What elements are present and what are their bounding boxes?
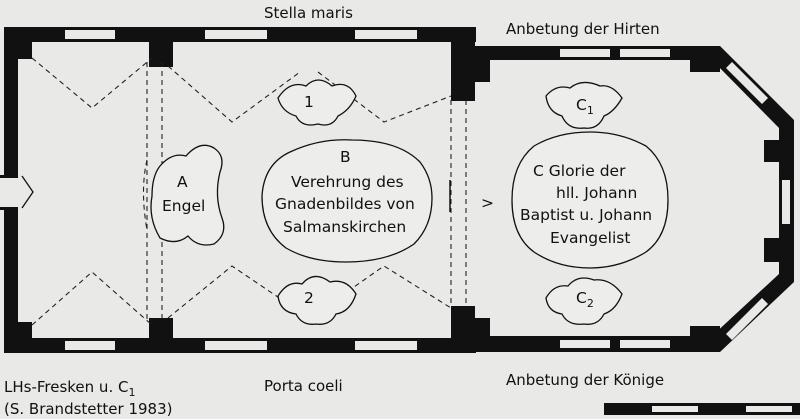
- field-c-line4: Evangelist: [550, 229, 630, 247]
- field-c2-cartouche: [545, 277, 623, 325]
- field-a-text: Engel: [162, 197, 205, 215]
- nave-walls: [4, 27, 476, 353]
- field-a-letter: A: [177, 173, 188, 191]
- field-2-number: 2: [304, 289, 314, 307]
- label-lhs-fresken: LHs-Fresken u. C1: [4, 378, 135, 399]
- field-c-cartouche: [511, 131, 669, 269]
- field-b-cartouche: [261, 139, 433, 263]
- field-c-line1: C Glorie der: [533, 162, 626, 180]
- label-brandstetter: (S. Brandstetter 1983): [4, 400, 172, 418]
- field-c2-label: C2: [576, 289, 594, 310]
- field-b-letter: B: [340, 148, 351, 166]
- label-anbetung-hirten: Anbetung der Hirten: [506, 20, 660, 38]
- scale-bar: [604, 403, 800, 415]
- arch-mark: >: [481, 194, 494, 212]
- label-porta-coeli: Porta coeli: [264, 377, 343, 395]
- field-b-line1: Verehrung des: [291, 173, 404, 191]
- label-anbetung-koenige: Anbetung der Könige: [506, 371, 664, 389]
- entrance-door: [0, 175, 34, 210]
- field-b-line3: Salmanskirchen: [283, 218, 406, 236]
- field-c1-label: C1: [576, 96, 594, 117]
- label-stella-maris: Stella maris: [264, 4, 353, 22]
- field-a-cartouche: [150, 144, 225, 246]
- field-c1-cartouche: [545, 81, 623, 129]
- field-c-line3: Baptist u. Johann: [520, 206, 652, 224]
- field-2-cartouche: [277, 275, 357, 325]
- choir-walls: [466, 44, 794, 352]
- field-c-line2: hll. Johann: [556, 184, 637, 202]
- field-1-number: 1: [304, 93, 314, 111]
- field-1-cartouche: [277, 79, 357, 126]
- field-b-line2: Gnadenbildes von: [275, 195, 415, 213]
